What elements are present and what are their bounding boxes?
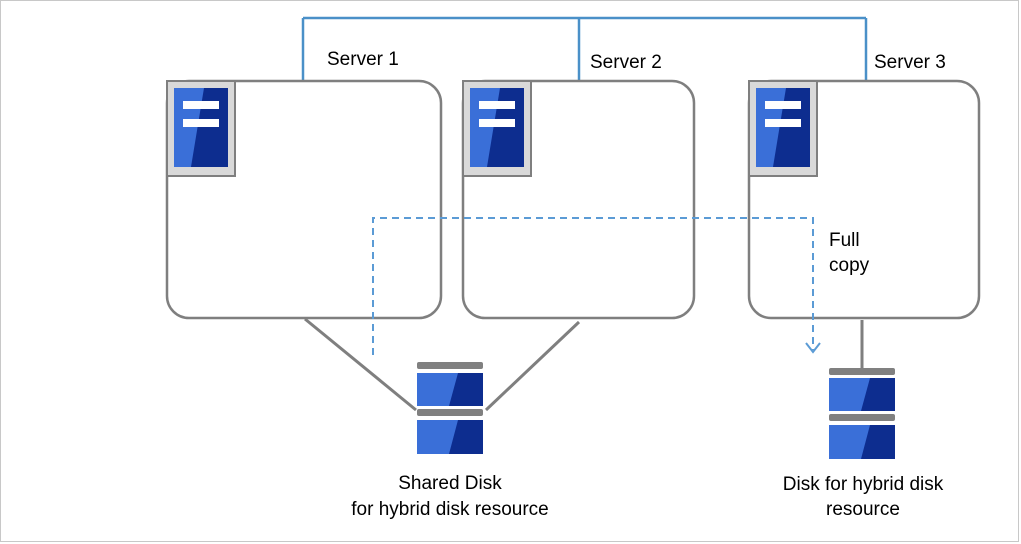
server-icon	[166, 80, 236, 177]
server-icon	[748, 80, 818, 177]
network-lines	[301, 16, 868, 80]
server-1-disk-link	[304, 317, 417, 412]
shared-disk-label-line2: for hybrid disk resource	[351, 499, 549, 520]
disk-icon	[829, 368, 895, 459]
server-1-label: Server 1	[327, 49, 399, 70]
arrow-head	[805, 342, 821, 354]
server-3-label: Server 3	[874, 52, 946, 73]
server-icon	[462, 80, 532, 177]
server-2-disk-link	[484, 320, 581, 412]
hybrid-disk-label-line2: resource	[826, 499, 900, 520]
shared-disk-label-line1: Shared Disk	[398, 473, 502, 494]
full-copy-label-line1: Full	[829, 230, 860, 251]
full-copy-label-line2: copy	[829, 255, 870, 276]
server-2-label: Server 2	[590, 52, 662, 73]
disk-icon	[417, 362, 483, 454]
hybrid-disk-label-line1: Disk for hybrid disk	[782, 474, 944, 495]
full-copy-arrow	[372, 217, 814, 355]
